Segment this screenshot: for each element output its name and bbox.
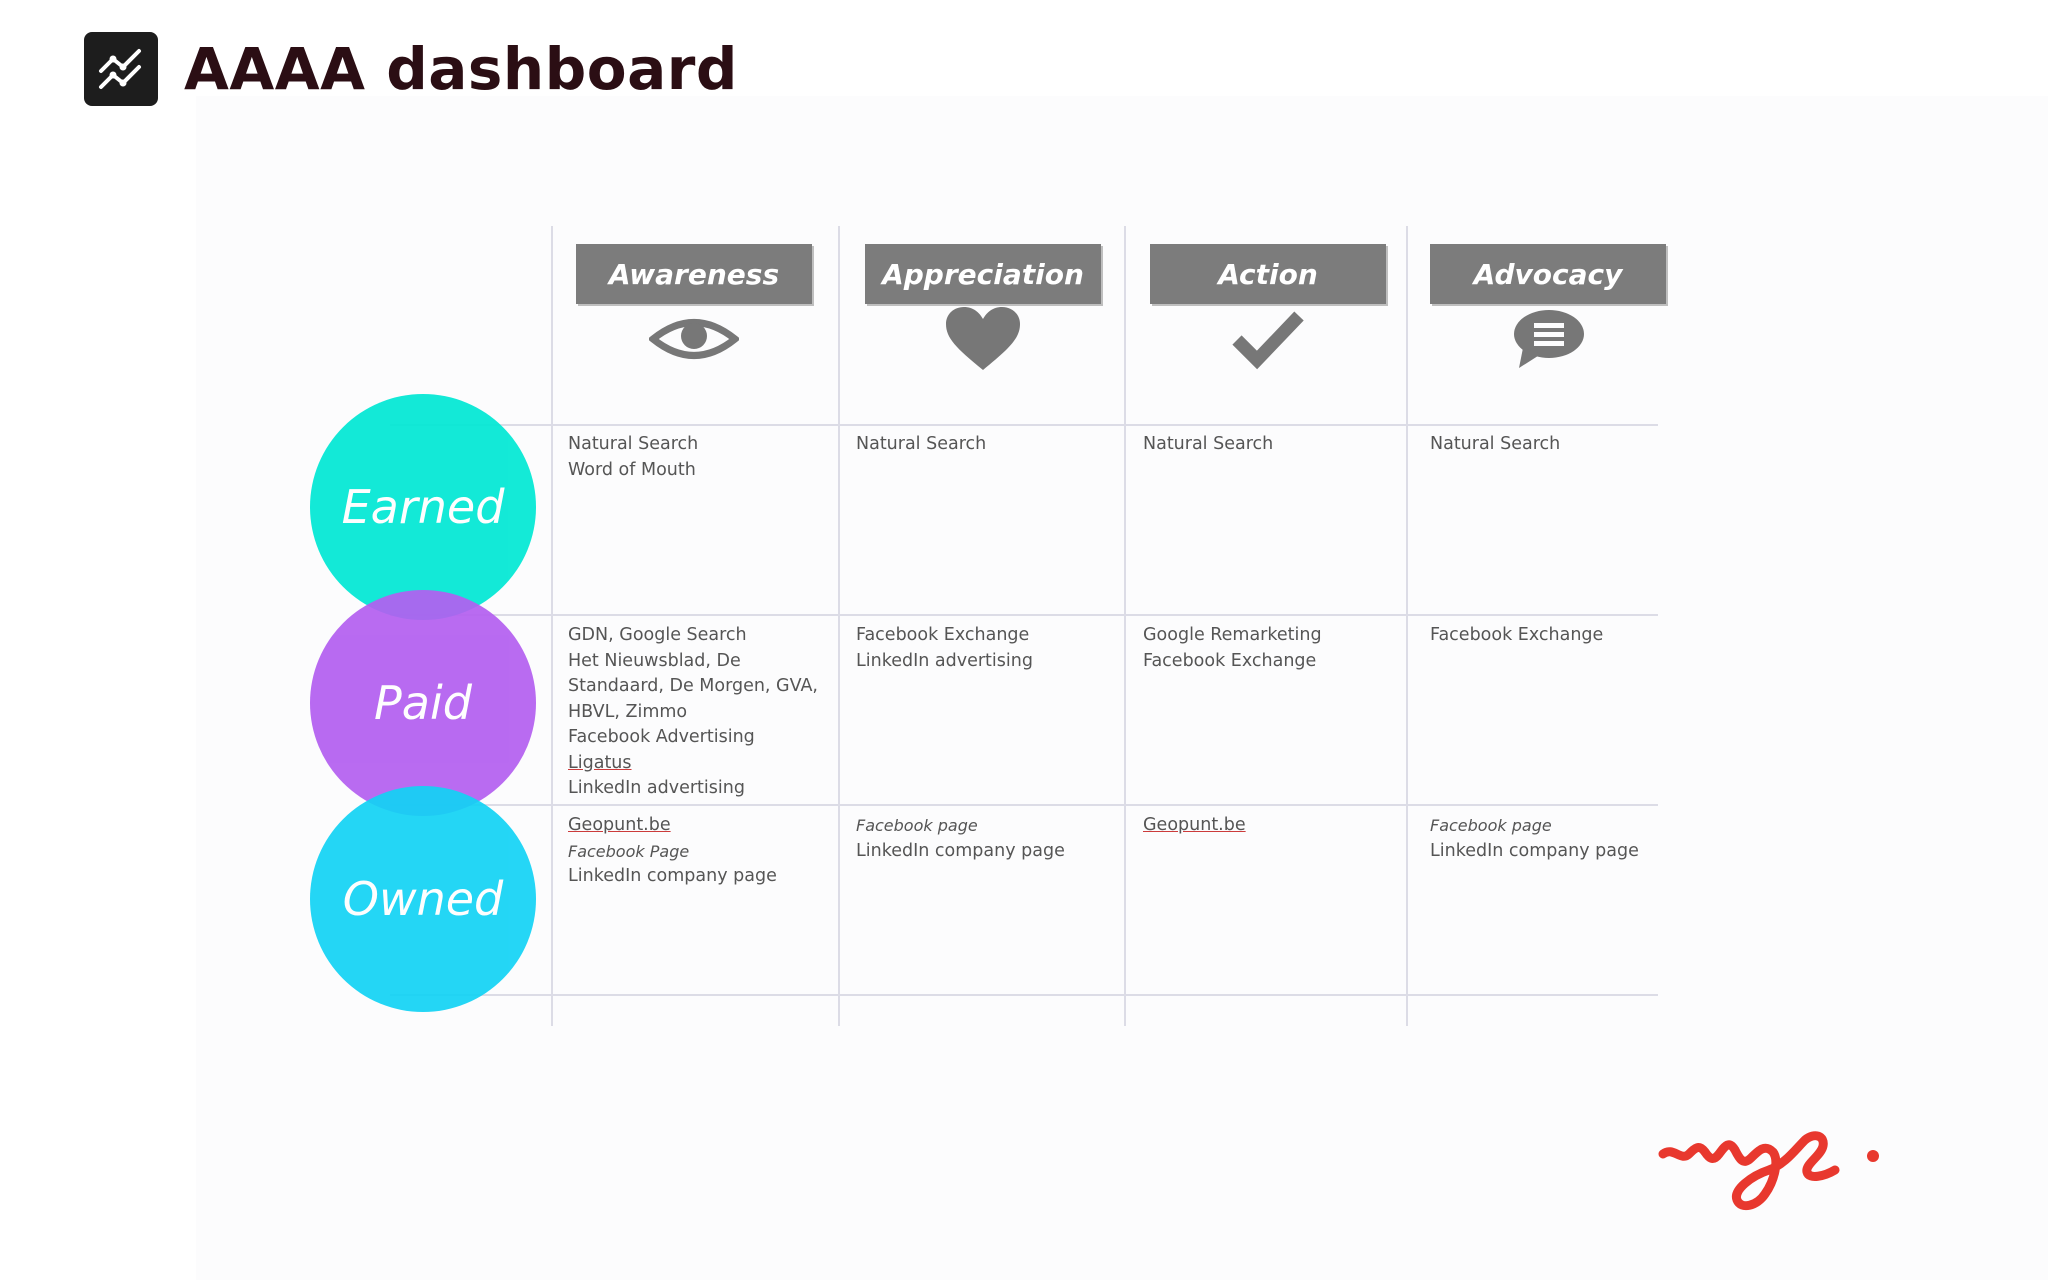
cell-owned-awareness: Geopunt.be Facebook Page LinkedIn compan… xyxy=(568,813,836,890)
grid-column-line xyxy=(838,226,840,1026)
cell-paid-advocacy: Facebook Exchange xyxy=(1430,623,1698,649)
grid-column-line xyxy=(551,226,553,1026)
row-label-earned: Earned xyxy=(310,394,536,620)
eye-icon xyxy=(576,306,812,372)
cell-paid-awareness: GDN, Google Search Het Nieuwsblad, De St… xyxy=(568,623,836,802)
channel-item: Geopunt.be xyxy=(1143,815,1246,835)
channel-item: Facebook page xyxy=(1430,816,1552,835)
channel-item: LinkedIn company page xyxy=(856,840,1065,861)
grid-column-line xyxy=(1406,226,1408,1026)
channel-item: LinkedIn advertising xyxy=(568,778,745,798)
cell-earned-appreciation: Natural Search xyxy=(856,432,1124,458)
grid-row-line xyxy=(390,424,1658,426)
cell-earned-advocacy: Natural Search xyxy=(1430,432,1698,458)
column-header-action: Action xyxy=(1150,244,1386,304)
channel-item: Natural Search xyxy=(568,434,699,454)
column-header-appreciation: Appreciation xyxy=(865,244,1101,304)
channel-item: Facebook page xyxy=(856,816,978,835)
channel-item: LinkedIn advertising xyxy=(856,650,1033,671)
channel-item: Facebook Exchange xyxy=(856,625,1030,645)
channel-item: Natural Search xyxy=(856,434,987,454)
grid-row-line xyxy=(390,614,1658,616)
channel-item: Facebook Exchange xyxy=(1143,650,1317,671)
cell-owned-advocacy: Facebook page LinkedIn company page xyxy=(1430,813,1698,864)
row-label-owned: Owned xyxy=(310,786,536,1012)
channel-item: Facebook Page xyxy=(568,841,690,861)
grid-row-line xyxy=(390,804,1658,806)
grid-column-line xyxy=(1124,226,1126,1026)
trend-chart-icon xyxy=(84,32,158,106)
channel-item: Natural Search xyxy=(1430,434,1561,454)
channel-item: LinkedIn company page xyxy=(1430,840,1639,861)
column-header-advocacy: Advocacy xyxy=(1430,244,1666,304)
page-title: AAAA dashboard xyxy=(184,35,738,103)
cell-paid-action: Google Remarketing Facebook Exchange xyxy=(1143,623,1411,674)
column-header-awareness: Awareness xyxy=(576,244,812,304)
channel-item: Het Nieuwsblad, De Standaard, De Morgen,… xyxy=(568,650,818,722)
grid-row-line xyxy=(390,994,1658,996)
cell-earned-awareness: Natural Search Word of Mouth xyxy=(568,432,836,483)
channel-item: LinkedIn company page xyxy=(568,866,777,886)
heart-icon xyxy=(865,306,1101,372)
slide-header: AAAA dashboard xyxy=(84,32,738,106)
channel-item: Word of Mouth xyxy=(568,459,696,480)
handwritten-brand-logo xyxy=(1655,1110,1895,1224)
cell-owned-action: Geopunt.be xyxy=(1143,813,1411,839)
channel-item: Geopunt.be xyxy=(568,815,671,835)
cell-earned-action: Natural Search xyxy=(1143,432,1411,458)
cell-paid-appreciation: Facebook Exchange LinkedIn advertising xyxy=(856,623,1124,674)
chat-bubble-icon xyxy=(1430,306,1666,372)
channel-item: GDN, Google Search xyxy=(568,625,747,645)
checkmark-icon xyxy=(1150,306,1386,372)
channel-item: Facebook Advertising xyxy=(568,727,755,747)
channel-item: Ligatus xyxy=(568,752,632,773)
cell-owned-appreciation: Facebook page LinkedIn company page xyxy=(856,813,1124,864)
channel-item: Google Remarketing xyxy=(1143,625,1322,645)
channel-item: Facebook Exchange xyxy=(1430,625,1604,645)
channel-item: Natural Search xyxy=(1143,434,1274,454)
row-label-paid: Paid xyxy=(310,590,536,816)
